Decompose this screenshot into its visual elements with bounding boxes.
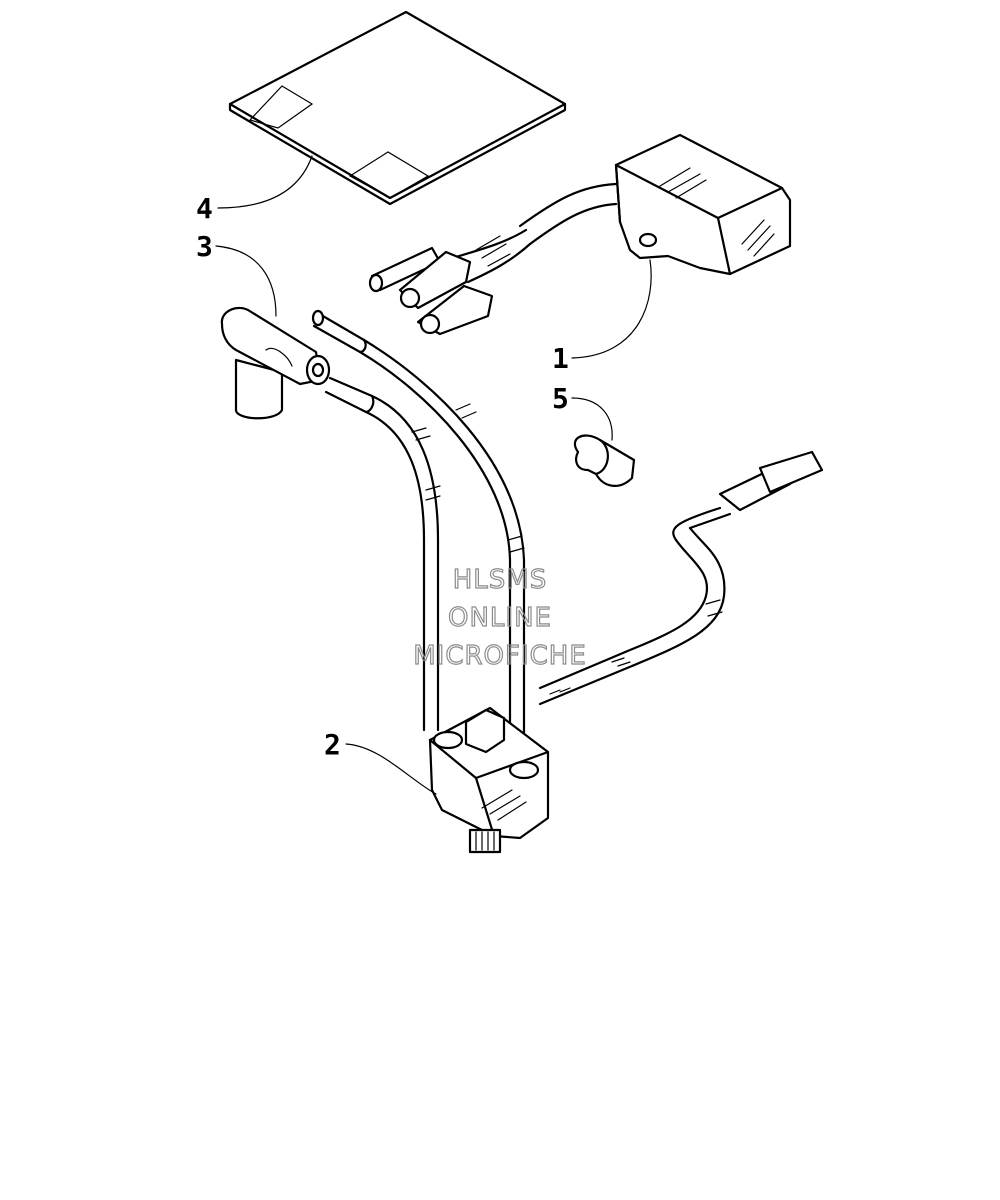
callout-1: 1	[552, 342, 569, 375]
leader-line-4	[217, 155, 313, 209]
watermark-line-1: HLSMS	[453, 565, 547, 595]
leader-line-2	[345, 743, 437, 795]
watermark-line-3: MICROFICHE	[413, 641, 587, 671]
callout-2: 2	[324, 728, 341, 761]
leader-line-5	[571, 397, 613, 441]
ignition-coil	[311, 309, 824, 854]
wire-clip	[573, 434, 636, 487]
callout-4: 4	[196, 192, 213, 225]
leader-line-3	[215, 245, 277, 317]
spark-plug-cap	[220, 306, 331, 420]
watermark: HLSMS ONLINE MICROFICHE	[413, 564, 587, 671]
callout-3: 3	[196, 230, 213, 263]
callout-5: 5	[552, 382, 569, 415]
cdi-box	[368, 133, 792, 336]
decal-sheet	[228, 10, 567, 206]
leader-line-1	[571, 259, 652, 359]
leader-lines	[215, 155, 652, 795]
watermark-line-2: ONLINE	[448, 603, 552, 633]
